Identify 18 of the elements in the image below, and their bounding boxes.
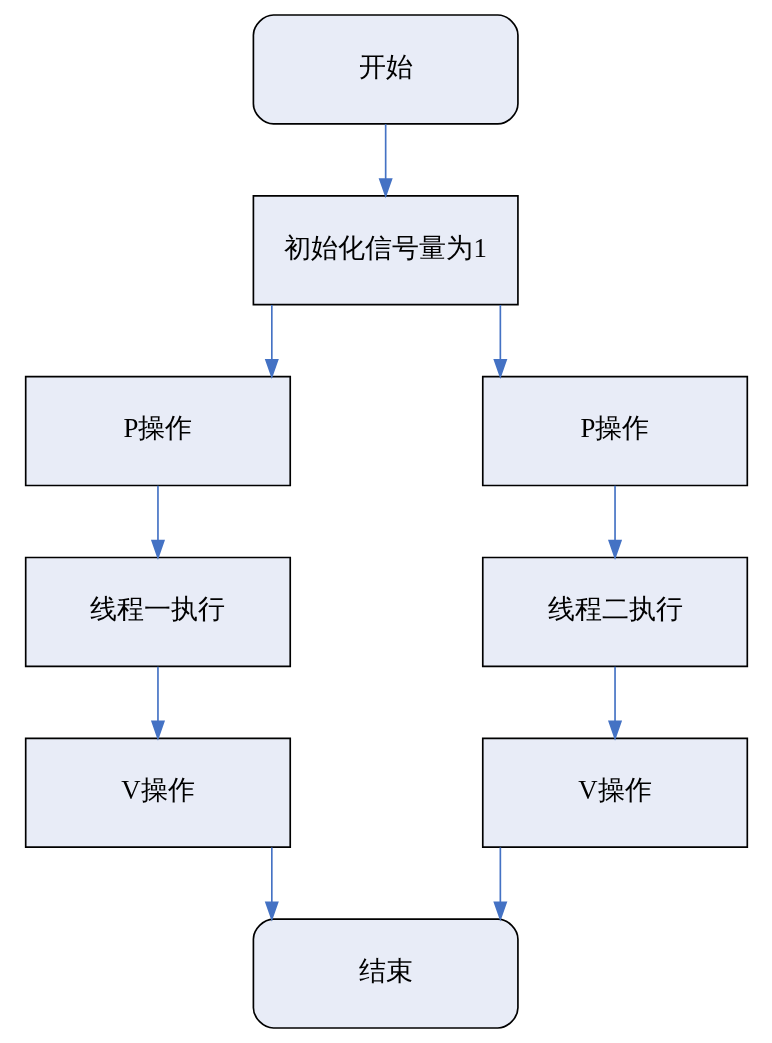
- node-box: P操作: [481, 375, 748, 487]
- node-box: P操作: [24, 375, 291, 487]
- arrow: [492, 846, 507, 922]
- node-box: 开始: [252, 14, 519, 125]
- arrow: [378, 123, 393, 199]
- node-box: V操作: [24, 737, 291, 848]
- arrow: [150, 485, 165, 560]
- node-box: V操作: [481, 737, 748, 848]
- arrow: [607, 485, 622, 560]
- arrow: [264, 846, 279, 922]
- node-box: 初始化信号量为1: [252, 195, 519, 306]
- arrow: [264, 304, 279, 380]
- node-box: 线程二执行: [481, 556, 748, 668]
- arrow: [492, 304, 507, 380]
- node-box: 线程一执行: [24, 556, 291, 668]
- arrow: [150, 665, 165, 741]
- node-box: 结束: [252, 918, 519, 1029]
- arrow: [607, 665, 622, 741]
